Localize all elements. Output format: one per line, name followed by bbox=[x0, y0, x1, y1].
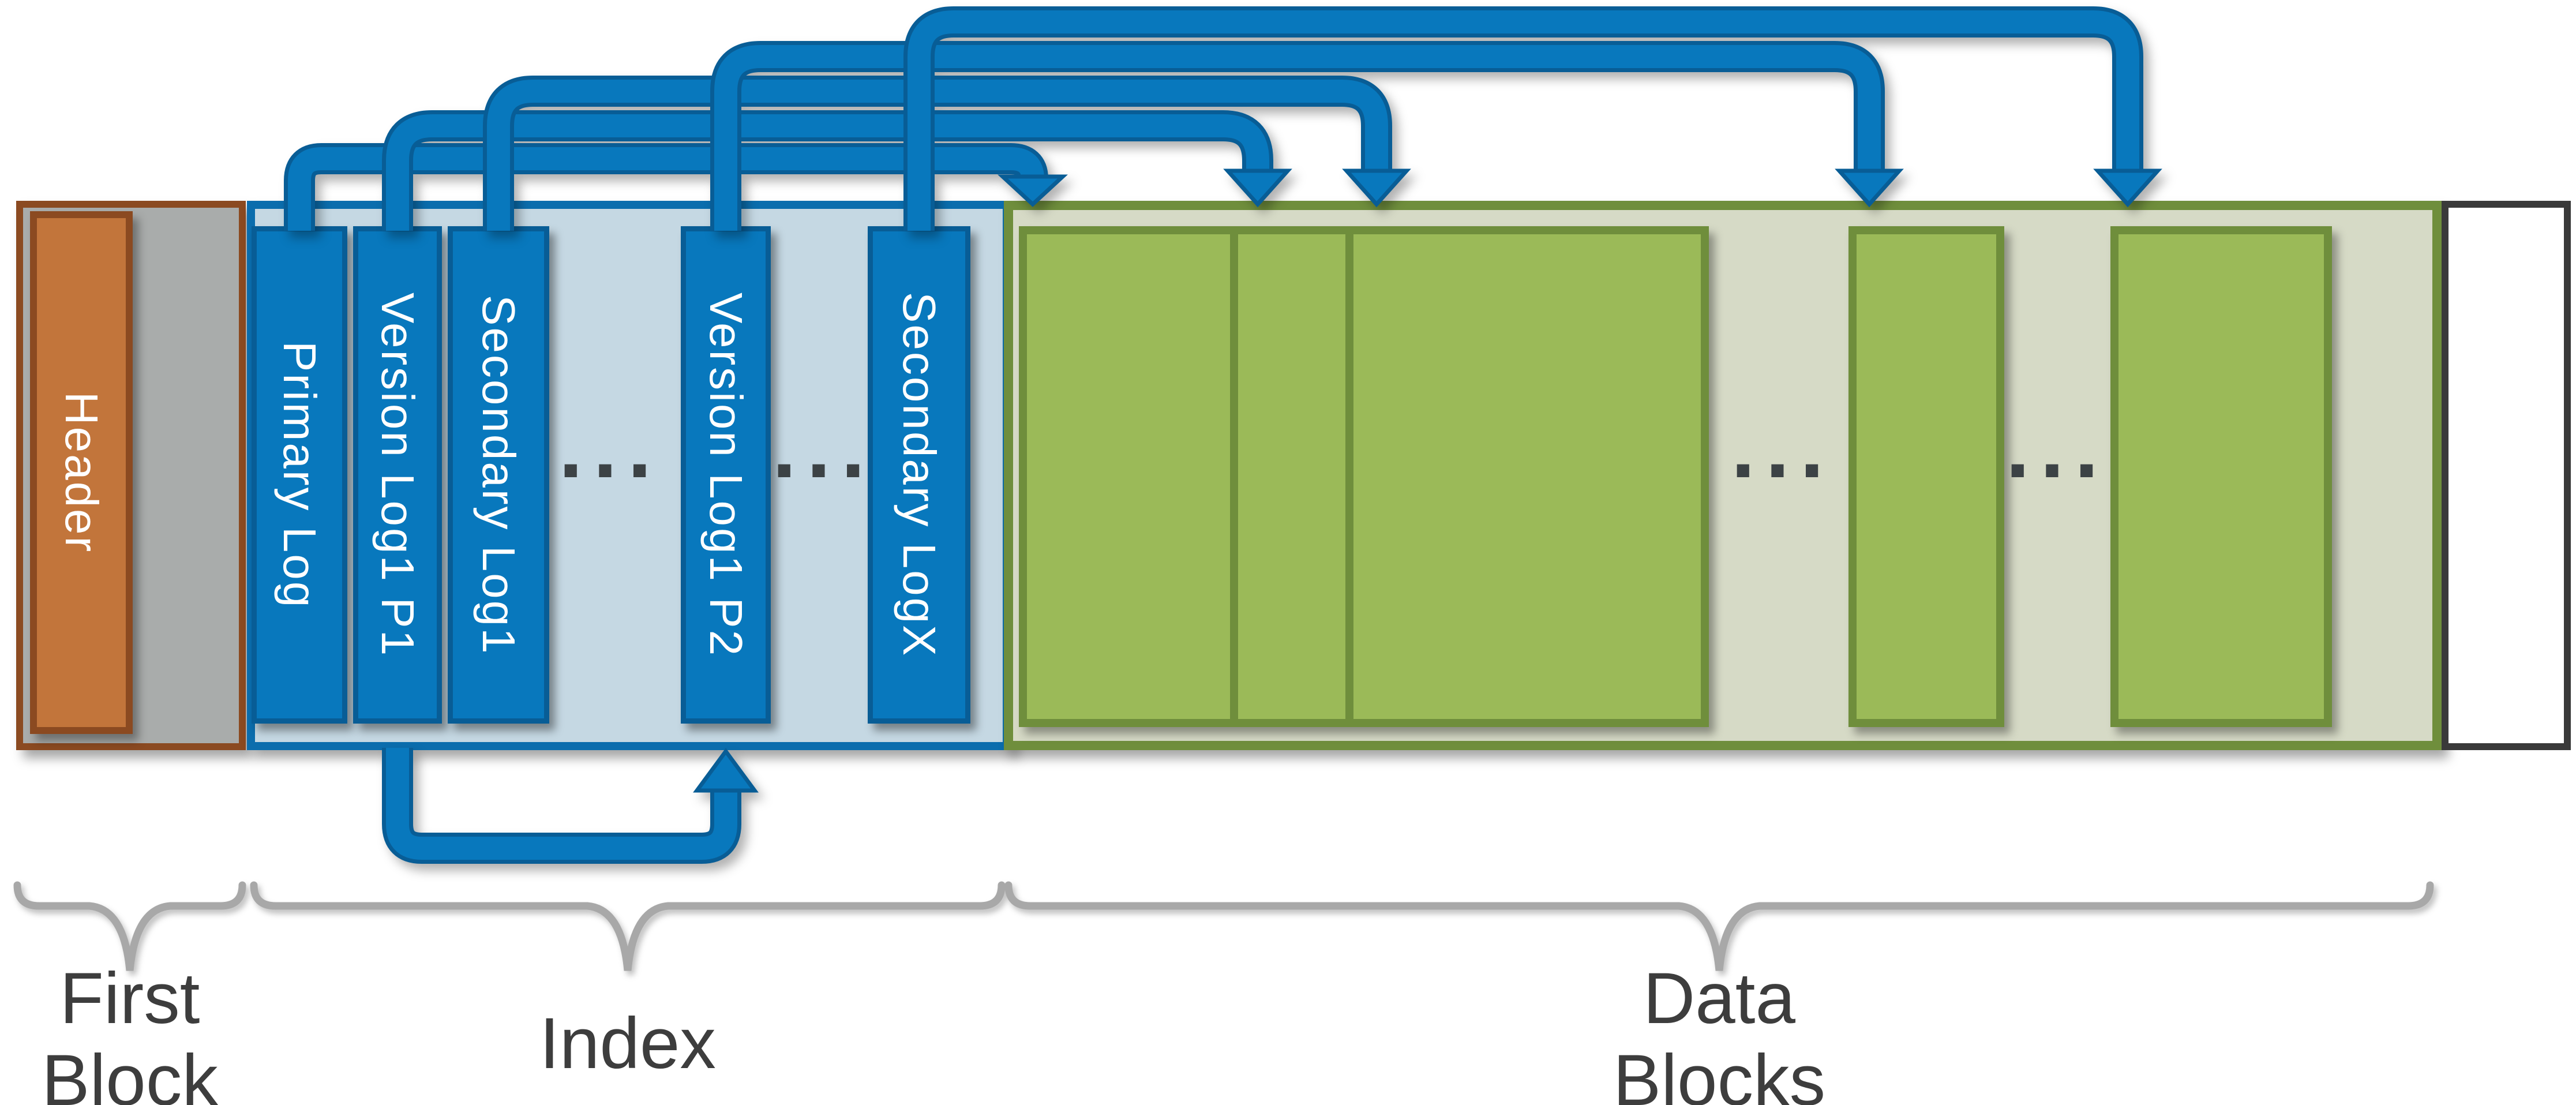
empty-end-block bbox=[2442, 201, 2571, 750]
data-block-2 bbox=[1238, 234, 1345, 719]
index-caption: Index bbox=[253, 1003, 1003, 1085]
index-ellipsis-2: ... bbox=[772, 399, 876, 496]
index-bar-label: Version Log1 P1 bbox=[372, 292, 423, 658]
index-bar-version-log1-p2: Version Log1 P2 bbox=[681, 226, 771, 724]
index-bar-secondary-logx: Secondary LogX bbox=[868, 226, 970, 724]
index-bar-label: Version Log1 P2 bbox=[700, 292, 752, 658]
header-block: Header bbox=[30, 211, 133, 734]
data-blocks-caption-line1: Data bbox=[1643, 958, 1796, 1039]
index-brace bbox=[250, 881, 1006, 971]
index-bar-label: Secondary LogX bbox=[894, 292, 945, 658]
first-block-caption-line2: Block bbox=[42, 1040, 218, 1105]
data-block-4 bbox=[1848, 226, 2004, 727]
index-bar-secondary-log1: Secondary Log1 bbox=[448, 226, 549, 724]
index-bar-primary-log: Primary Log bbox=[252, 226, 347, 724]
data-ellipsis-1: ... bbox=[1731, 399, 1835, 496]
first-block-caption-line1: First bbox=[59, 958, 200, 1039]
data-blocks-caption-line2: Blocks bbox=[1613, 1040, 1826, 1105]
first-block-caption: First Block bbox=[0, 958, 260, 1105]
data-block-divider bbox=[1345, 234, 1353, 719]
data-block-divider bbox=[1230, 234, 1238, 719]
index-bar-label: Secondary Log1 bbox=[473, 294, 524, 655]
header-label: Header bbox=[56, 391, 107, 554]
index-bar-version-log1-p1: Version Log1 P1 bbox=[353, 226, 442, 724]
data-block-3 bbox=[1353, 234, 1701, 719]
index-caption-text: Index bbox=[539, 1003, 716, 1084]
arrow-secondary-logx-to-block5 bbox=[903, 6, 2162, 231]
data-blocks-caption: Data Blocks bbox=[1315, 958, 2123, 1105]
index-bar-label: Primary Log bbox=[274, 340, 325, 609]
data-ellipsis-2: ... bbox=[2005, 399, 2109, 496]
data-block-1 bbox=[1027, 234, 1230, 719]
data-block-group-1 bbox=[1019, 226, 1709, 727]
arrow-version-log1-p1-to-p2 bbox=[382, 748, 759, 864]
index-ellipsis-1: ... bbox=[558, 399, 662, 496]
data-block-5 bbox=[2110, 226, 2332, 727]
